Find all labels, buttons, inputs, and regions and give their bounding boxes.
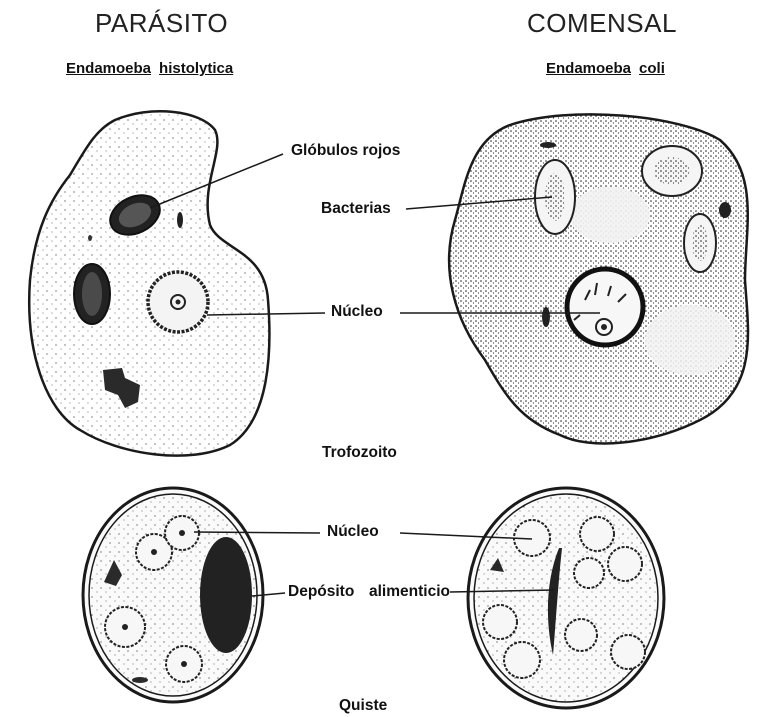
coli-trophozoite — [449, 114, 748, 443]
histolytica-cyst — [83, 488, 263, 702]
label-globulos-rojos: Glóbulos rojos — [291, 142, 400, 160]
label-nucleo-cyst: Núcleo — [327, 523, 379, 541]
coli-cyst — [468, 488, 664, 708]
label-bacterias: Bacterias — [321, 200, 391, 218]
label-deposito: Depósito — [288, 583, 354, 601]
label-alimenticio: alimenticio — [369, 583, 450, 601]
label-trofozoito: Trofozoito — [322, 444, 397, 462]
leader-cyst-nucleo-left — [194, 532, 320, 533]
label-quiste: Quiste — [339, 697, 387, 715]
histolytica-trophozoite — [29, 111, 269, 455]
label-nucleo-trophozoite: Núcleo — [331, 303, 383, 321]
